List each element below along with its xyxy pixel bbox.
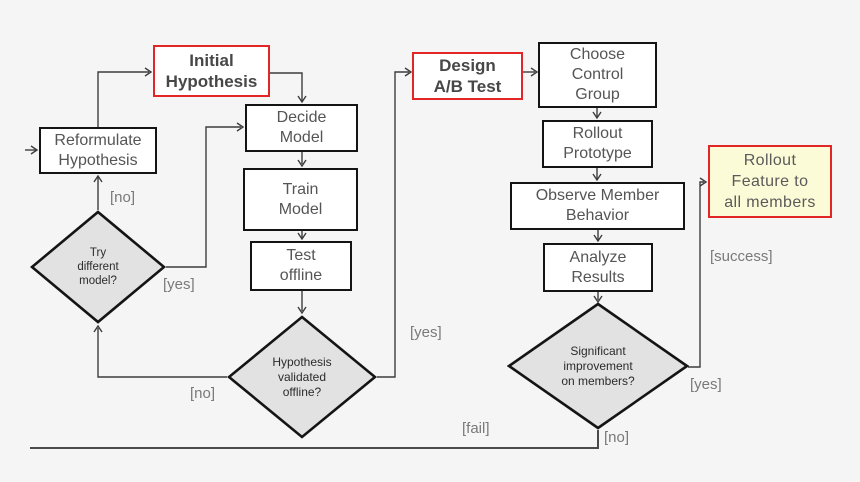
node-design-ab-test: Design A/B Test: [412, 52, 523, 100]
edge-line: [688, 181, 704, 368]
edge-design-to-choose: [523, 67, 539, 77]
edge-hypothesis-yes-to-design: [377, 67, 413, 378]
arrowhead-up-icon: [93, 174, 103, 183]
diamond-shape: [227, 315, 377, 439]
arrowhead-right-icon: [30, 145, 39, 155]
node-rollout-feature-all-members: Rollout Feature to all members: [708, 145, 832, 218]
arrowhead-down-icon: [593, 234, 603, 243]
arrowhead-right-icon: [144, 67, 153, 77]
arrowhead-right-icon: [530, 67, 539, 77]
edge-line: [377, 71, 409, 378]
node-analyze-results: Analyze Results: [543, 243, 653, 292]
edge-train-to-test: [297, 231, 307, 241]
node-label: Choose Control Group: [569, 46, 626, 103]
node-label: Train Model: [278, 180, 323, 218]
edge-label-hypothesis-yes: [yes]: [410, 324, 442, 341]
diamond-shape-svg: [507, 302, 689, 430]
node-choose-control-group: Choose Control Group: [538, 42, 657, 108]
node-label: Test offline: [279, 247, 323, 284]
edge-test-to-hypothesis-diamond: [297, 291, 307, 315]
node-label: Significant improvement on members?: [561, 343, 635, 388]
edge-analyze-to-significant-diamond: [593, 292, 603, 304]
node-label: Analyze Results: [569, 248, 627, 286]
arrowhead-down-icon: [297, 159, 307, 168]
edge-line: [166, 126, 241, 268]
node-label: Reformulate Hypothesis: [54, 131, 142, 169]
node-label: Initial Hypothesis: [165, 51, 258, 91]
edge-line: [97, 328, 227, 378]
arrowhead-down-icon: [297, 95, 307, 104]
edge-try-no-to-reformulate: [93, 174, 103, 210]
edge-prototype-to-observe: [592, 168, 602, 182]
edge-label-try-no: [no]: [110, 189, 136, 206]
arrowhead-right-icon: [699, 177, 708, 187]
diamond-shape: [30, 210, 166, 324]
edge-choose-to-prototype: [592, 108, 602, 120]
edge-label-significant-yes: [yes]: [690, 376, 722, 393]
edge-label-significant-no: [no]: [604, 429, 630, 446]
edge-fail-into-reformulate: [25, 145, 39, 155]
edge-line: [30, 430, 599, 449]
node-initial-hypothesis: Initial Hypothesis: [153, 45, 270, 97]
arrowhead-down-icon: [592, 173, 602, 182]
arrowhead-right-icon: [404, 67, 413, 77]
edge-try-yes-to-decide: [166, 122, 245, 268]
node-observe-member-behavior: Observe Member Behavior: [510, 182, 685, 230]
arrowhead-down-icon: [592, 111, 602, 120]
node-test-offline: Test offline: [250, 241, 352, 291]
edge-decide-to-train: [297, 152, 307, 168]
edge-initial-to-decide: [270, 72, 307, 104]
arrowhead-up-icon: [93, 324, 103, 333]
edge-label-hypothesis-no: [no]: [190, 385, 216, 402]
edge-label-success: [success]: [710, 248, 773, 265]
node-label: Design A/B Test: [433, 56, 502, 96]
node-label: Try different model?: [77, 247, 119, 287]
node-reformulate-hypothesis: Reformulate Hypothesis: [39, 127, 157, 174]
edge-label-try-yes: [yes]: [163, 276, 195, 293]
arrowhead-right-icon: [236, 122, 245, 132]
edge-line: [270, 72, 303, 101]
arrowhead-down-icon: [297, 306, 307, 315]
node-rollout-prototype: Rollout Prototype: [542, 120, 653, 168]
node-label: Rollout Prototype: [563, 125, 632, 162]
node-decide-model: Decide Model: [245, 104, 358, 152]
edge-significant-yes-to-rollout-feature: [688, 177, 708, 368]
diamond-shape-svg: [30, 210, 166, 324]
node-label: Decide Model: [276, 109, 327, 146]
edge-label-fail: [fail]: [462, 420, 490, 437]
edge-reformulate-to-initial: [97, 67, 153, 127]
node-hypothesis-validated-decision: Hypothesis validated offline?: [227, 315, 377, 439]
node-significant-improvement-decision: Significant improvement on members?: [507, 302, 689, 430]
node-label: Observe Member Behavior: [535, 187, 660, 224]
node-train-model: Train Model: [243, 168, 358, 231]
edge-observe-to-analyze: [593, 230, 603, 243]
node-try-different-model-decision: Try different model?: [30, 210, 166, 324]
edge-hypothesis-no-to-try-diamond: [93, 324, 227, 378]
edge-line: [97, 71, 149, 127]
arrowhead-down-icon: [593, 295, 603, 304]
diamond-shape-svg: [227, 315, 377, 439]
node-label: Rollout Feature to all members: [724, 152, 816, 211]
arrowhead-down-icon: [297, 232, 307, 241]
diamond-shape: [507, 302, 689, 430]
edge-significant-no-fail-line: [30, 430, 599, 449]
node-label: Hypothesis validated offline?: [272, 354, 332, 399]
